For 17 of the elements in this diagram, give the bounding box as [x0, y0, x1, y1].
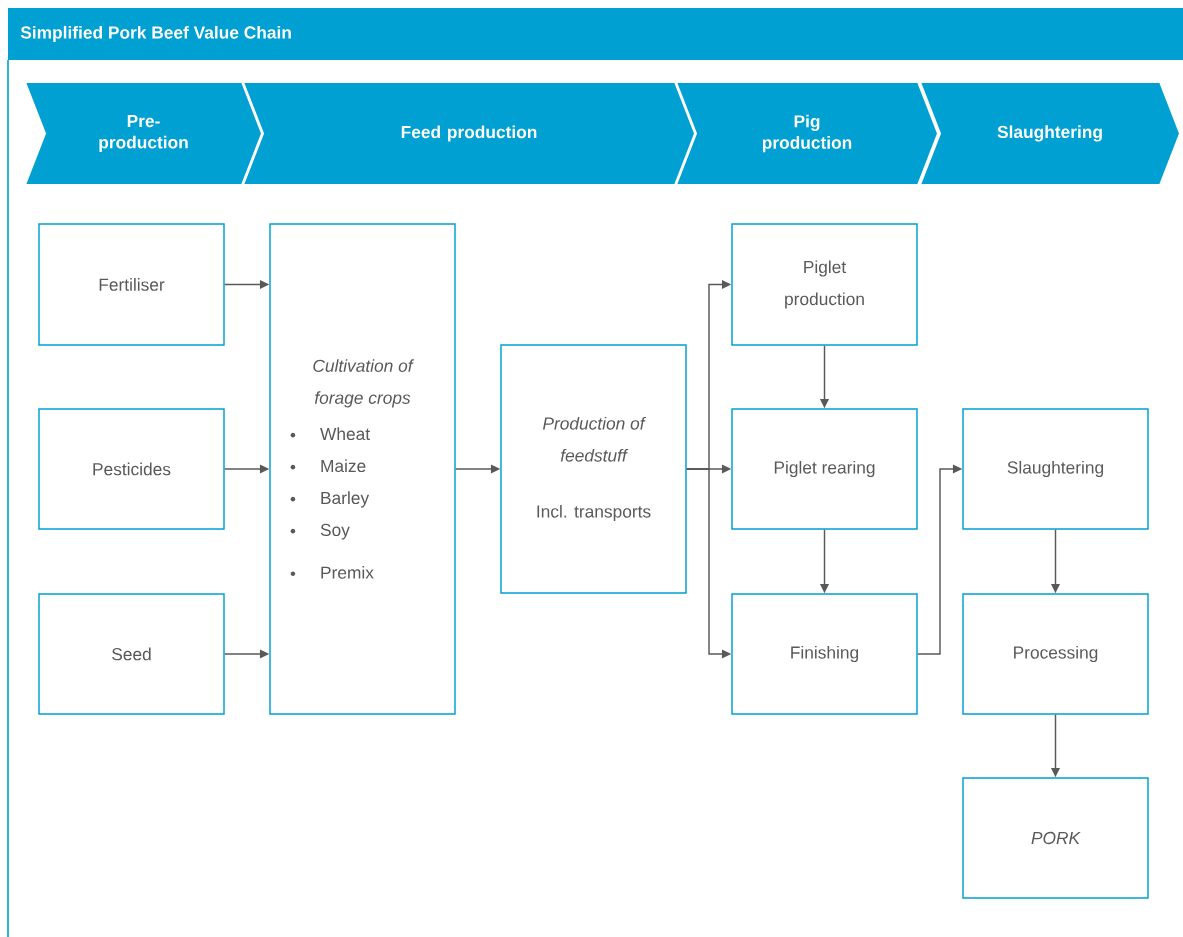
process-box: Piglet rearing — [731, 408, 918, 530]
process-box: Cultivation of forage crops Wheat Maize Barley Soy Premix — [269, 223, 456, 715]
process-box: Seed — [38, 593, 225, 715]
process-box: Finishing — [731, 593, 918, 715]
chevron-band: Pig production — [674, 81, 940, 186]
process-box: PORK — [962, 777, 1149, 899]
node-label: Slaughtering — [997, 125, 1102, 142]
process-box: Production of feedstuff Incl. transports — [500, 344, 687, 594]
process-box: Pesticides — [38, 408, 225, 530]
process-box: Piglet production — [731, 223, 918, 346]
chevron-band: Slaughtering — [918, 81, 1182, 186]
chevron-band: Pre- production — [23, 81, 264, 186]
process-box: Slaughtering — [962, 408, 1149, 530]
chevron-band: Feed production — [241, 81, 697, 186]
process-box: Fertiliser — [38, 223, 225, 346]
title-bar: Simplified Pork Beef Value Chain — [8, 8, 1183, 60]
process-box: Processing — [962, 593, 1149, 715]
